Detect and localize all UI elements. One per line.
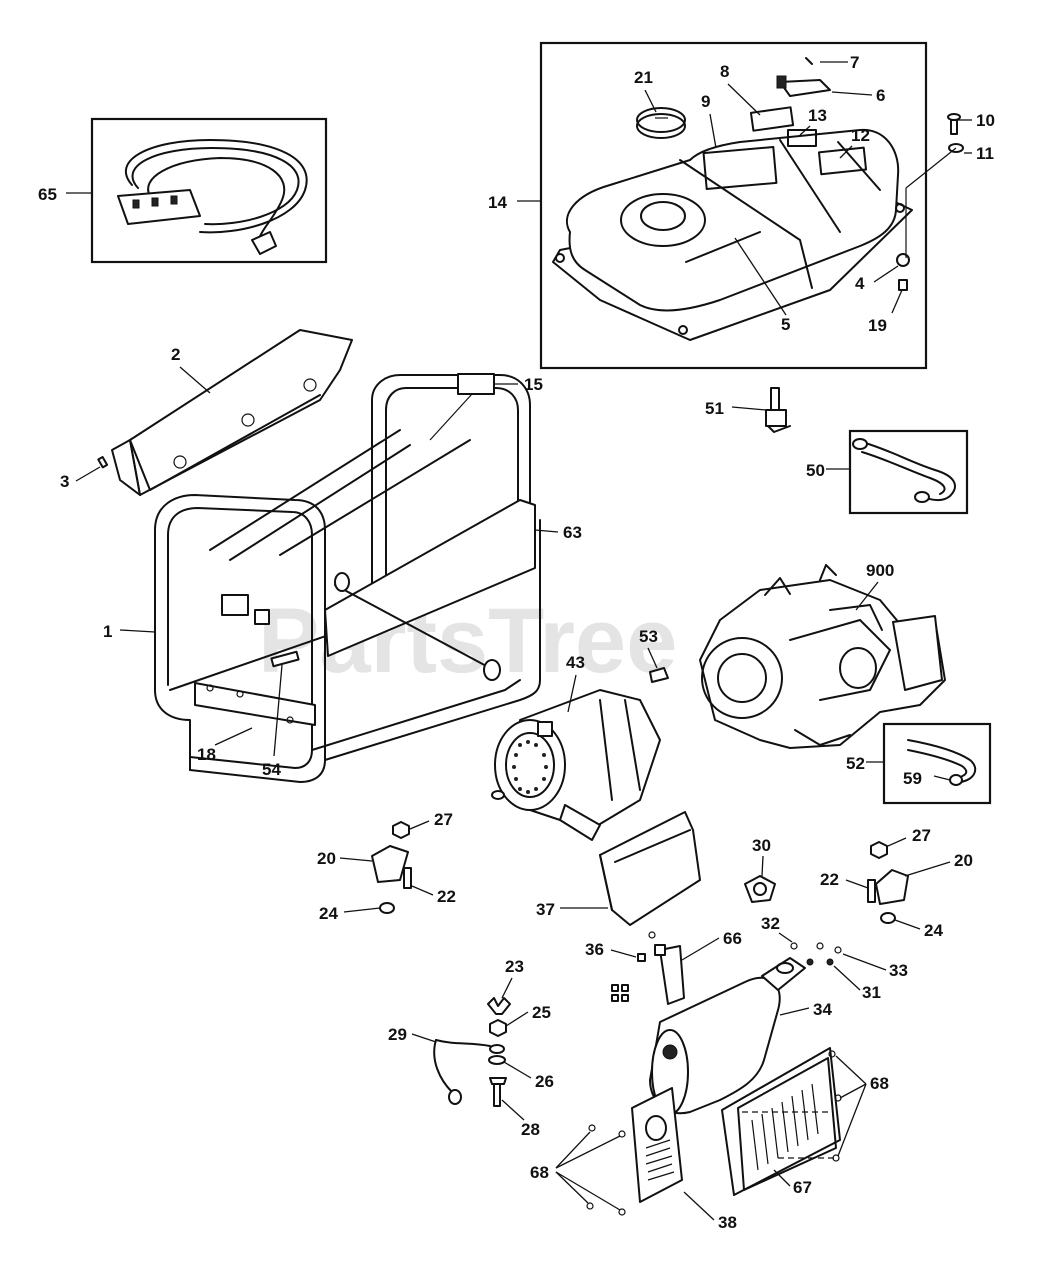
fuel-valve: 51 xyxy=(705,387,791,433)
right-mount-group: 27 20 22 24 xyxy=(820,826,973,940)
callout-65: 65 xyxy=(38,185,57,204)
tank-bolt-washer: 10 11 xyxy=(905,111,995,258)
muffler-screen: 67 68 xyxy=(721,1047,889,1197)
watermark: PartsTree xyxy=(258,590,677,692)
callout-54: 54 xyxy=(262,760,281,779)
left-mount-group: 27 20 22 24 xyxy=(317,810,456,923)
breather-hose-box: 59 52 xyxy=(846,722,992,805)
callout-53: 53 xyxy=(639,627,658,646)
callout-63: 63 xyxy=(563,523,582,542)
fuel-tank-assembly-box: 14 21 8 9 7 6 13 12 5 4 19 xyxy=(488,41,928,370)
callout-27a: 27 xyxy=(434,810,453,829)
callout-11: 11 xyxy=(976,144,994,163)
muffler-group: 32 33 31 66 36 34 xyxy=(585,914,908,1115)
callout-2: 2 xyxy=(171,345,180,364)
callout-38: 38 xyxy=(718,1213,737,1232)
ground-hardware: 23 25 26 28 29 xyxy=(388,957,554,1139)
callout-59: 59 xyxy=(903,769,922,788)
callout-33: 33 xyxy=(889,961,908,980)
callout-20a: 20 xyxy=(317,849,336,868)
callout-7: 7 xyxy=(850,53,859,72)
callout-22b: 22 xyxy=(820,870,839,889)
callout-34: 34 xyxy=(813,1000,832,1019)
callout-25: 25 xyxy=(532,1003,551,1022)
callout-6: 6 xyxy=(876,86,885,105)
callout-52: 52 xyxy=(846,754,865,773)
callout-43: 43 xyxy=(566,653,585,672)
callout-23: 23 xyxy=(505,957,524,976)
callout-68b: 68 xyxy=(870,1074,889,1093)
engine: 900 xyxy=(699,561,946,749)
fuel-line-box: 50 xyxy=(806,429,969,515)
callout-26: 26 xyxy=(535,1072,554,1091)
callout-14: 14 xyxy=(488,193,507,212)
callout-27b: 27 xyxy=(912,826,931,845)
exhaust-gasket: 30 xyxy=(744,836,776,903)
callout-22a: 22 xyxy=(437,887,456,906)
callout-18: 18 xyxy=(197,745,216,764)
alternator: 43 xyxy=(491,653,661,841)
fuel-gauge-drawing xyxy=(776,57,831,97)
extension-cord-drawing xyxy=(117,139,308,255)
callout-67: 67 xyxy=(793,1178,812,1197)
callout-31: 31 xyxy=(862,983,881,1002)
callout-37: 37 xyxy=(536,900,555,919)
callout-12: 12 xyxy=(851,126,870,145)
callout-20b: 20 xyxy=(954,851,973,870)
callout-51: 51 xyxy=(705,399,724,418)
frame-assembly: 15 1 63 18 54 xyxy=(103,373,582,783)
callout-9: 9 xyxy=(701,92,710,111)
callout-13: 13 xyxy=(808,106,827,125)
callout-3: 3 xyxy=(60,472,69,491)
callout-24a: 24 xyxy=(319,904,338,923)
callout-1: 1 xyxy=(103,622,112,641)
callout-66: 66 xyxy=(723,929,742,948)
callout-32: 32 xyxy=(761,914,780,933)
callout-50: 50 xyxy=(806,461,825,480)
callout-900: 900 xyxy=(866,561,894,580)
callout-15: 15 xyxy=(524,375,543,394)
heat-shield: 37 xyxy=(536,811,701,939)
fuel-tank-drawing xyxy=(552,106,913,341)
callout-29: 29 xyxy=(388,1025,407,1044)
callout-21: 21 xyxy=(634,68,653,87)
callout-10: 10 xyxy=(976,111,995,130)
callout-28: 28 xyxy=(521,1120,540,1139)
callout-8: 8 xyxy=(720,62,729,81)
callout-24b: 24 xyxy=(924,921,943,940)
callout-36: 36 xyxy=(585,940,604,959)
key-part: 53 xyxy=(639,627,669,683)
muffler-guard: 38 68 xyxy=(530,1087,737,1232)
callout-4: 4 xyxy=(855,274,865,293)
callout-19: 19 xyxy=(868,316,887,335)
callout-68a: 68 xyxy=(530,1163,549,1182)
callout-30: 30 xyxy=(752,836,771,855)
callout-5: 5 xyxy=(781,315,790,334)
panel-cover: 2 3 xyxy=(60,329,353,496)
fuel-cap-drawing xyxy=(636,107,686,139)
extension-cord-box: 65 xyxy=(38,117,328,264)
